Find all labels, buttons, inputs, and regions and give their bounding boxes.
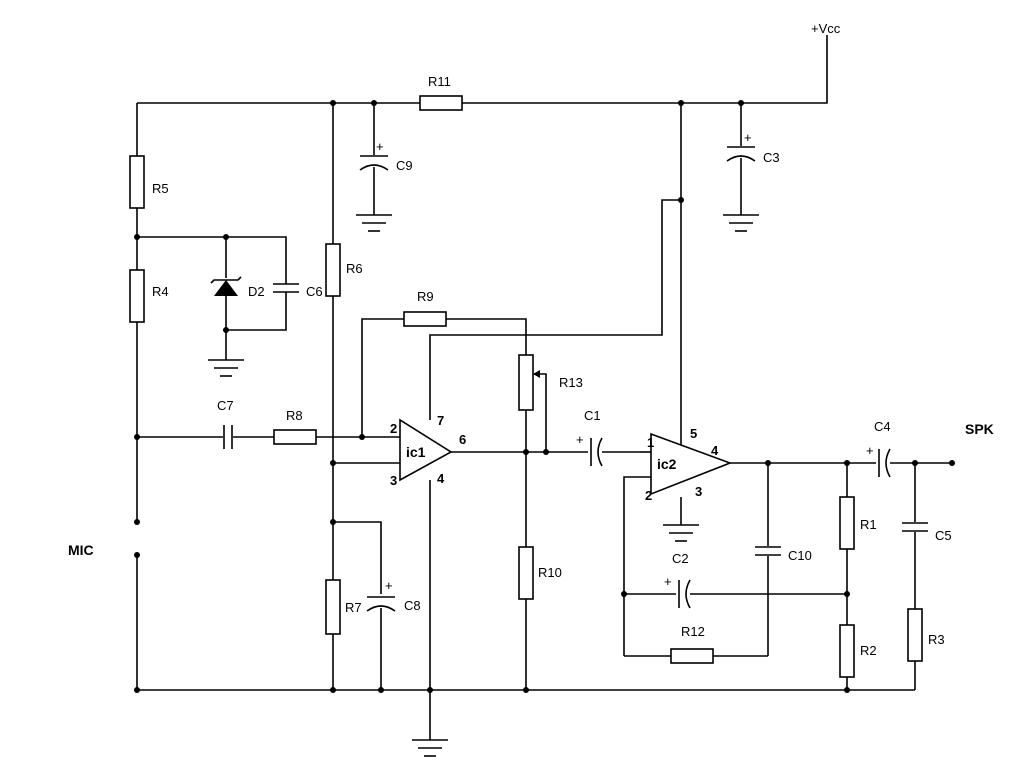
ic2-pin-3: 3 bbox=[695, 484, 702, 499]
wires bbox=[136, 35, 952, 740]
polarity-plus-c9: + bbox=[376, 139, 384, 154]
capacitor-c9 bbox=[356, 155, 392, 171]
label-r5: R5 bbox=[152, 181, 169, 196]
capacitor-c6 bbox=[272, 283, 300, 293]
label-c7: C7 bbox=[217, 398, 234, 413]
ic1-label: ic1 bbox=[406, 444, 426, 460]
ic1-pin-3: 3 bbox=[390, 473, 397, 488]
ground-symbols bbox=[208, 214, 759, 757]
spk-label: SPK bbox=[965, 421, 994, 437]
ic2-pin-5: 5 bbox=[690, 426, 697, 441]
resistor-r7 bbox=[325, 579, 341, 635]
resistor-r1 bbox=[839, 496, 855, 550]
label-r12: R12 bbox=[681, 624, 705, 639]
resistor-r10 bbox=[518, 546, 534, 600]
resistor-r11 bbox=[419, 95, 463, 111]
ic1-pin-7: 7 bbox=[437, 413, 444, 428]
label-r10: R10 bbox=[538, 565, 562, 580]
label-r3: R3 bbox=[928, 632, 945, 647]
potentiometer-arrow bbox=[533, 370, 540, 378]
resistor-r5 bbox=[129, 155, 145, 209]
zener-diode-d2 bbox=[210, 276, 242, 296]
label-r13: R13 bbox=[559, 375, 583, 390]
label-c10: C10 bbox=[788, 548, 812, 563]
capacitor-c10 bbox=[754, 546, 782, 556]
label-r1: R1 bbox=[860, 517, 877, 532]
ic2-pin-2: 2 bbox=[645, 488, 652, 503]
resistor-r2 bbox=[839, 624, 855, 678]
capacitors bbox=[223, 146, 929, 612]
label-r4: R4 bbox=[152, 284, 169, 299]
ground-icon bbox=[208, 359, 244, 377]
resistor-r12 bbox=[670, 648, 714, 664]
resistor-r8 bbox=[273, 429, 317, 445]
resistor-r9 bbox=[403, 311, 447, 327]
resistor-r3 bbox=[907, 608, 923, 662]
label-r7: R7 bbox=[345, 600, 362, 615]
ic1-pin-6: 6 bbox=[459, 432, 466, 447]
capacitor-c2 bbox=[676, 579, 691, 609]
label-c8: C8 bbox=[404, 598, 421, 613]
ic2-pin-4: 4 bbox=[711, 443, 719, 458]
polarity-plus-c2: + bbox=[664, 574, 672, 589]
ground-icon bbox=[663, 524, 699, 542]
label-c9: C9 bbox=[396, 158, 413, 173]
ground-icon bbox=[723, 214, 759, 232]
label-c3: C3 bbox=[763, 150, 780, 165]
resistor-r6 bbox=[325, 243, 341, 297]
label-c6: C6 bbox=[306, 284, 323, 299]
ground-icon bbox=[412, 739, 448, 757]
polarity-plus-c4: + bbox=[866, 443, 874, 458]
label-c2: C2 bbox=[672, 551, 689, 566]
resistor-r4 bbox=[129, 269, 145, 323]
label-r11: R11 bbox=[428, 74, 451, 89]
mic-label: MIC bbox=[68, 542, 94, 558]
junction-dots bbox=[134, 100, 955, 693]
polarity-plus-c8: + bbox=[385, 578, 393, 593]
label-d2: D2 bbox=[248, 284, 265, 299]
label-r9: R9 bbox=[417, 289, 434, 304]
capacitor-c8 bbox=[366, 594, 396, 612]
capacitor-c5 bbox=[901, 522, 929, 532]
labels: +Vcc MIC SPK R11 R5 R4 R6 R7 R9 R8 R13 R… bbox=[68, 21, 994, 658]
ic2-pin-1: 1 bbox=[647, 435, 654, 450]
label-r2: R2 bbox=[860, 643, 877, 658]
op-amp-ic2 bbox=[650, 432, 733, 496]
ic1-pin-2: 2 bbox=[390, 421, 397, 436]
capacitor-c7 bbox=[223, 425, 233, 449]
resistor-bodies bbox=[129, 95, 923, 678]
label-r8: R8 bbox=[286, 408, 303, 423]
capacitor-c4 bbox=[876, 448, 891, 478]
capacitor-c3 bbox=[723, 146, 759, 162]
ic1-pin-4: 4 bbox=[437, 471, 445, 486]
capacitor-c1 bbox=[588, 437, 603, 467]
label-c4: C4 bbox=[874, 419, 891, 434]
ground-icon bbox=[356, 214, 392, 232]
ic2-label: ic2 bbox=[657, 456, 677, 472]
label-r6: R6 bbox=[346, 261, 363, 276]
polarity-plus-c3: + bbox=[744, 130, 752, 145]
label-c1: C1 bbox=[584, 408, 601, 423]
polarity-plus-c1: + bbox=[576, 432, 584, 447]
op-amp-ic1 bbox=[399, 418, 453, 482]
label-c5: C5 bbox=[935, 528, 952, 543]
supply-label: +Vcc bbox=[811, 21, 841, 36]
resistor-r13 bbox=[518, 354, 534, 411]
